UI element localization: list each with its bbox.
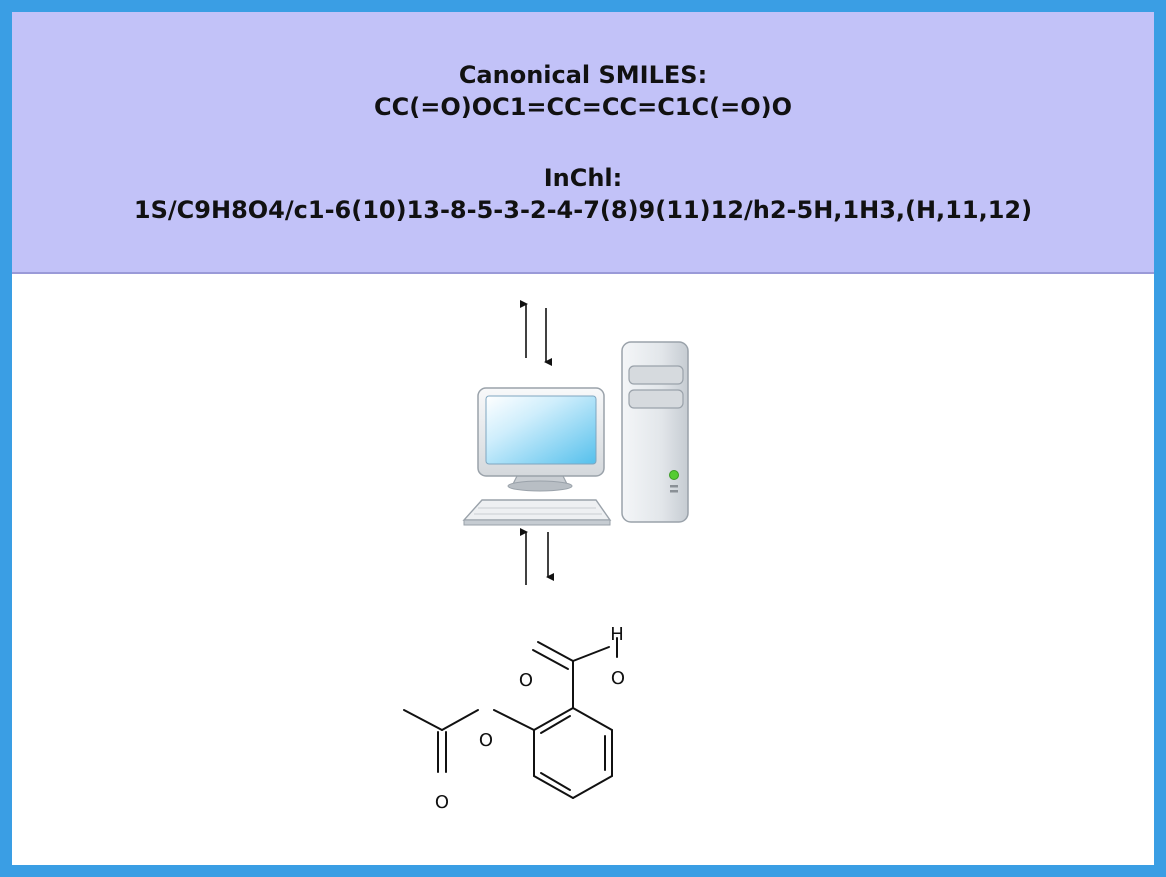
atom-ester-o: O	[479, 730, 493, 751]
computer-icon	[462, 341, 689, 526]
keyboard-icon	[462, 499, 612, 526]
atom-labels: H O O O O	[435, 624, 625, 813]
atom-hydroxyl-o: O	[611, 668, 625, 689]
power-led-icon	[669, 470, 679, 480]
smiles-label: Canonical SMILES:	[458, 61, 708, 89]
acetyl-ester-group	[403, 709, 535, 773]
identifier-panel: Canonical SMILES: CC(=O)OC1=CC=CC=C1C(=O…	[12, 12, 1154, 274]
carboxyl-group	[532, 637, 618, 709]
tower-icon	[621, 341, 689, 523]
atom-carbonyl-o: O	[519, 670, 533, 691]
conversion-diagram: H O O O O	[403, 300, 689, 813]
conversion-area: H O O O O	[12, 274, 1154, 865]
aspirin-structure	[403, 637, 618, 799]
inchi-value: 1S/C9H8O4/c1-6(10)13-8-5-3-2-4-7(8)9(11)…	[133, 196, 1033, 224]
arrows-bottom	[520, 528, 554, 585]
monitor-icon	[477, 387, 605, 492]
arrows-top	[520, 300, 552, 366]
atom-acetyl-o: O	[435, 792, 449, 813]
benzene-ring	[533, 707, 613, 799]
atom-hydroxyl-h: H	[610, 624, 624, 645]
smiles-value: CC(=O)OC1=CC=CC=C1C(=O)O	[374, 93, 792, 121]
inchi-label: InChl:	[543, 164, 623, 192]
